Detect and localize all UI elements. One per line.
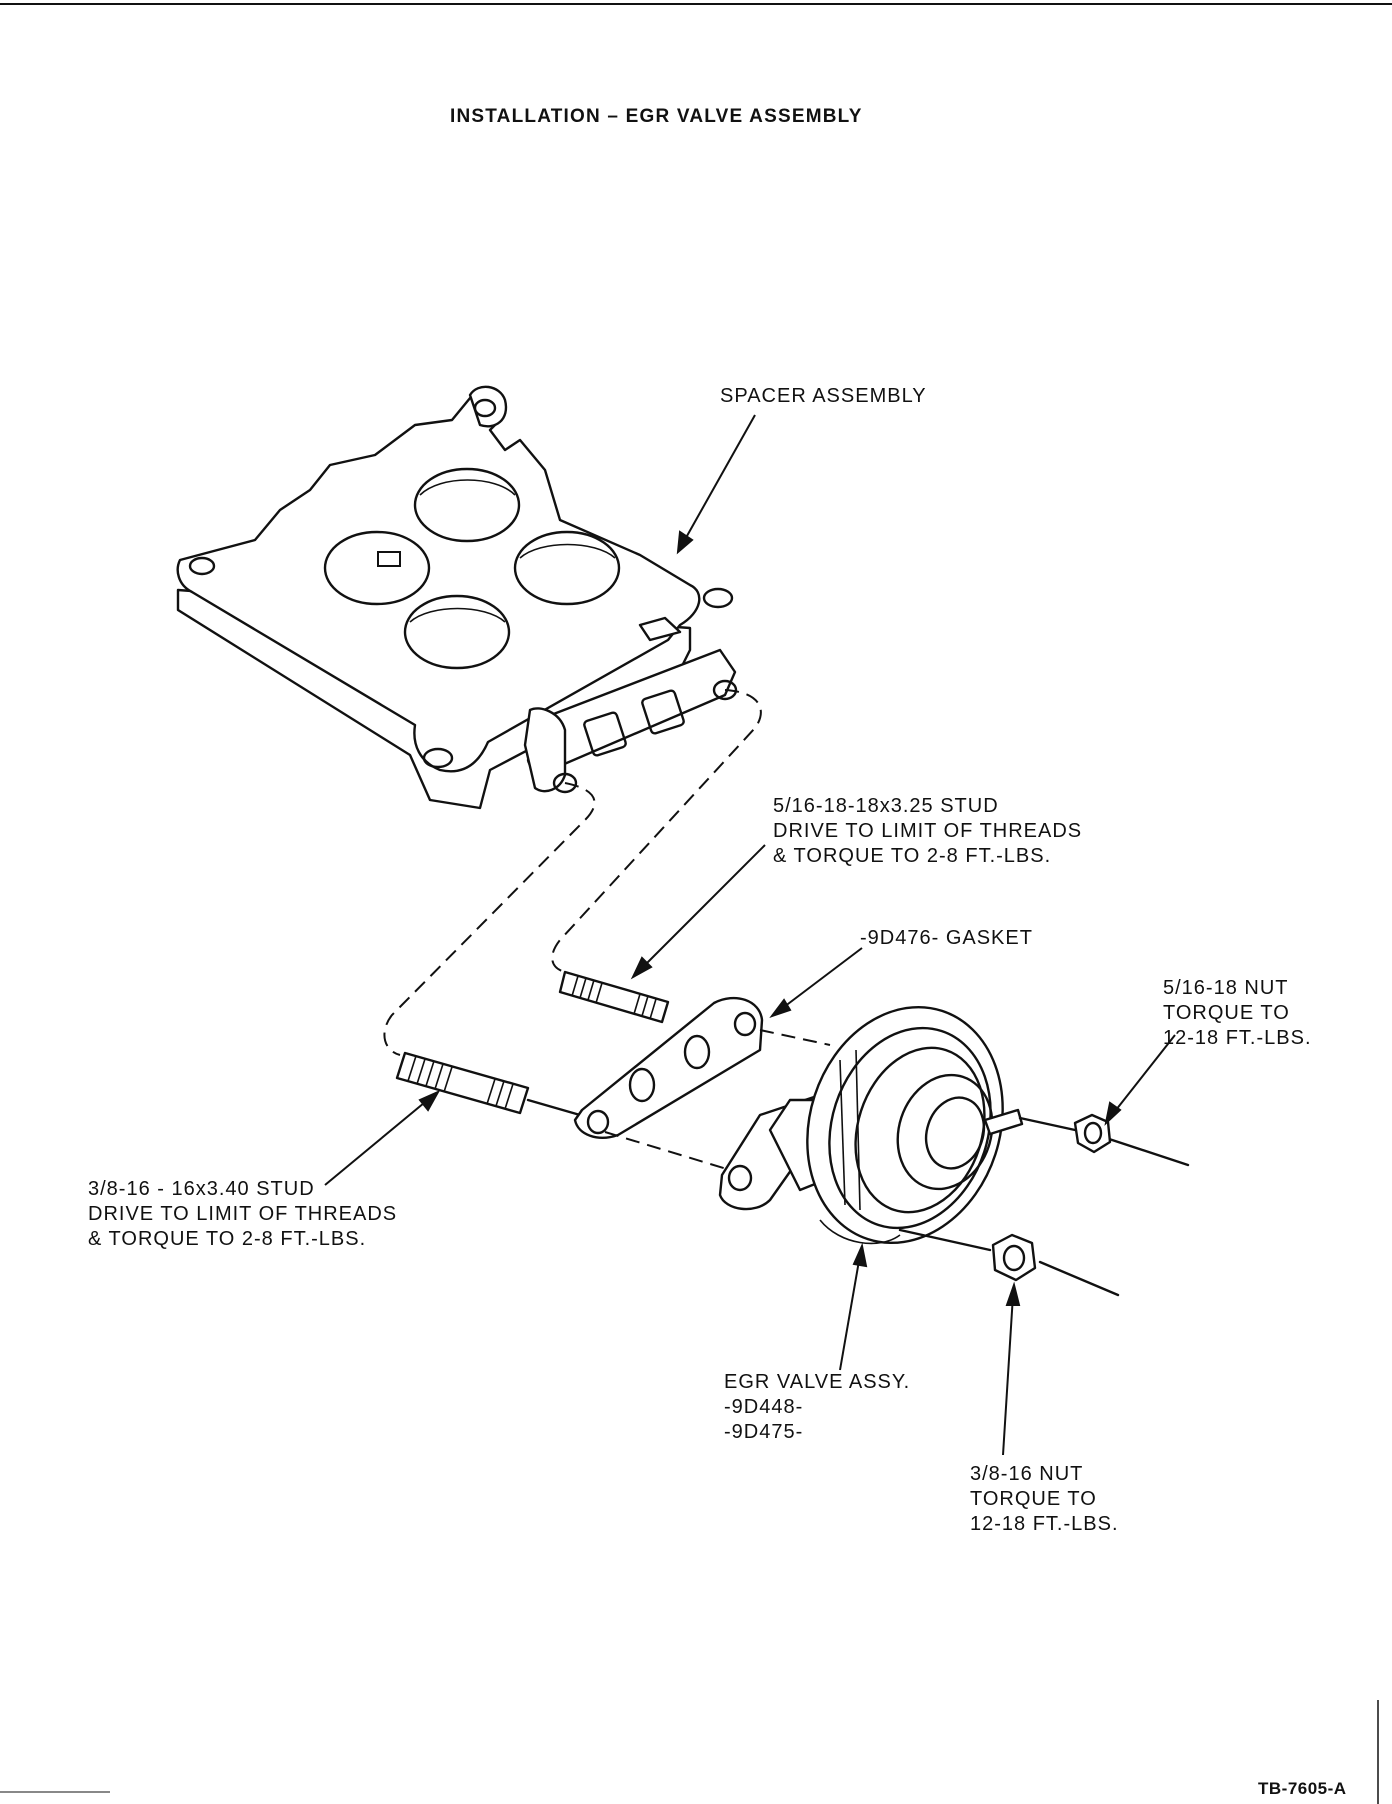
spacer-bolt-hole <box>702 587 734 609</box>
label-line: & TORQUE TO 2-8 FT.-LBS. <box>773 845 1052 867</box>
label-nut-3-8: 3/8-16 NUT TORQUE TO 12-18 FT.-LBS. <box>970 1462 1119 1537</box>
spacer-bore <box>413 467 521 543</box>
spacer-bore <box>323 530 431 606</box>
spacer-assembly <box>176 385 738 810</box>
label-nut-5-16: 5/16-18 NUT TORQUE TO 12-18 FT.-LBS. <box>1163 976 1312 1051</box>
spacer-egr-port <box>583 711 627 757</box>
diagram-title: INSTALLATION – EGR VALVE ASSEMBLY <box>450 106 863 127</box>
label-line: 3/8-16 - 16x3.40 STUD <box>88 1178 315 1200</box>
label-line: & TORQUE TO 2-8 FT.-LBS. <box>88 1228 367 1250</box>
label-line: EGR VALVE ASSY. <box>724 1371 911 1393</box>
label-line: TORQUE TO <box>970 1488 1097 1510</box>
label-gasket: -9D476- GASKET <box>860 927 1033 949</box>
label-egr-valve: EGR VALVE ASSY. -9D448- -9D475- <box>724 1370 910 1445</box>
label-line: 5/16-18 NUT <box>1163 977 1289 999</box>
gasket <box>573 996 764 1139</box>
figure-number: TB-7605-A <box>1258 1779 1347 1798</box>
nut-3-8 <box>991 1233 1037 1282</box>
spacer-egr-port <box>641 689 685 735</box>
label-line: 5/16-18-18x3.25 STUD <box>773 795 999 817</box>
egr-valve-assembly <box>718 1005 1024 1245</box>
spacer-bolt-hole <box>473 398 497 418</box>
stud-centerline <box>551 689 762 973</box>
label-line: DRIVE TO LIMIT OF THREADS <box>773 820 1083 842</box>
stud-3-8 <box>395 1051 530 1115</box>
label-line: 12-18 FT.-LBS. <box>1163 1027 1312 1049</box>
label-spacer-assembly: SPACER ASSEMBLY <box>720 385 927 407</box>
label-line: 3/8-16 NUT <box>970 1463 1084 1485</box>
label-stud-3-8: 3/8-16 - 16x3.40 STUD DRIVE TO LIMIT OF … <box>88 1177 397 1252</box>
stud-centerline <box>383 782 596 1056</box>
label-line: TORQUE TO <box>1163 1002 1290 1024</box>
label-stud-5-16: 5/16-18-18x3.25 STUD DRIVE TO LIMIT OF T… <box>773 794 1082 869</box>
label-line: -9D475- <box>724 1421 804 1443</box>
nut-5-16 <box>1073 1113 1112 1154</box>
leader-lines <box>324 414 1176 1456</box>
spacer-bore <box>403 594 511 670</box>
label-line: DRIVE TO LIMIT OF THREADS <box>88 1203 398 1225</box>
spacer-bolt-hole <box>188 556 216 576</box>
spacer-bore <box>513 530 621 606</box>
label-line: -9D448- <box>724 1396 804 1418</box>
stud-5-16 <box>558 970 670 1024</box>
label-line: 12-18 FT.-LBS. <box>970 1513 1119 1535</box>
spacer-bolt-hole <box>422 747 454 769</box>
